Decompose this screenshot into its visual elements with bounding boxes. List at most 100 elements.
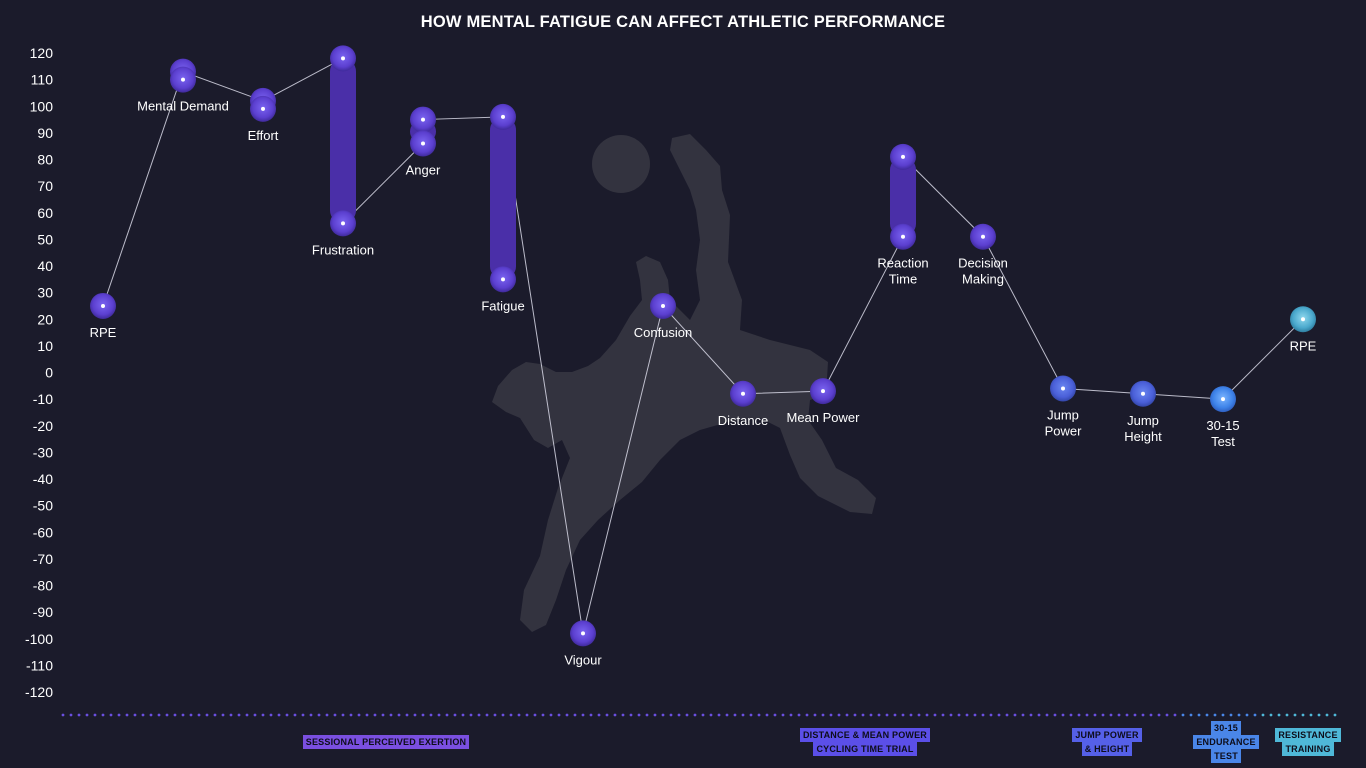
point-label: Frustration (312, 242, 374, 257)
data-point-center (901, 234, 905, 239)
ball-shape (592, 135, 650, 193)
data-point-center (1061, 386, 1065, 391)
point-label: Confusion (634, 325, 693, 340)
divider-dot (77, 713, 81, 717)
divider-dot (869, 713, 873, 717)
divider-dot (557, 713, 561, 717)
data-point-center (901, 154, 905, 159)
y-tick-label: 70 (37, 178, 53, 194)
point-label: 30-15 (1206, 418, 1239, 433)
y-tick-label: -100 (25, 631, 53, 647)
divider-dot (485, 713, 489, 717)
divider-dot (133, 713, 137, 717)
range-bar (490, 116, 516, 280)
divider-dot (269, 713, 273, 717)
divider-dot (477, 713, 481, 717)
divider-dot (1149, 713, 1153, 717)
divider-dot (653, 713, 657, 717)
divider-dot (565, 713, 569, 717)
y-tick-label: 10 (37, 338, 53, 354)
divider-dot (453, 713, 457, 717)
y-tick-label: 80 (37, 152, 53, 168)
point-label: Mental Demand (137, 99, 229, 114)
divider-dot (237, 713, 241, 717)
divider-dot (93, 713, 97, 717)
y-tick-label: -120 (25, 684, 53, 700)
point-label: Reaction (877, 256, 928, 271)
data-point-center (661, 303, 665, 308)
divider-dot (61, 713, 65, 717)
point-label: Distance (718, 413, 769, 428)
data-point-center (581, 631, 585, 636)
divider-dot (1085, 713, 1089, 717)
divider-dot (893, 713, 897, 717)
data-point-center (821, 389, 825, 394)
data-markers (90, 45, 1316, 647)
divider-dot (125, 713, 129, 717)
y-tick-label: 60 (37, 205, 53, 221)
divider-dot (805, 713, 809, 717)
point-label: Making (962, 272, 1004, 287)
divider-dot (661, 713, 665, 717)
y-tick-label: -70 (33, 551, 53, 567)
y-tick-label: -90 (33, 604, 53, 620)
divider-dot (197, 713, 201, 717)
divider-dot (205, 713, 209, 717)
divider-dot (341, 713, 345, 717)
y-tick-label: 20 (37, 311, 53, 327)
divider-dot (749, 713, 753, 717)
category-badge-line: CYCLING TIME TRIAL (813, 742, 917, 756)
divider-dot (229, 713, 233, 717)
divider-dot (445, 713, 449, 717)
divider-dot (1333, 713, 1337, 717)
divider-dot (989, 713, 993, 717)
divider-dot (101, 713, 105, 717)
divider-dot (173, 713, 177, 717)
divider-dot (1309, 713, 1313, 717)
divider-dot (613, 713, 617, 717)
divider-dot (541, 713, 545, 717)
divider-dot (509, 713, 513, 717)
divider-dot (221, 713, 225, 717)
data-point-center (181, 77, 185, 82)
divider-dot (1325, 713, 1329, 717)
data-point-center (421, 117, 425, 122)
divider-dot (1029, 713, 1033, 717)
category-badge: SESSIONAL PERCEIVED EXERTION (283, 735, 489, 749)
divider-dot (645, 713, 649, 717)
divider-dot (1053, 713, 1057, 717)
divider-dot (109, 713, 113, 717)
divider-dot (965, 713, 969, 717)
data-point-center (341, 221, 345, 226)
divider-dot (389, 713, 393, 717)
divider-dot (941, 713, 945, 717)
category-badge-line: 30-15 (1210, 721, 1242, 735)
divider-dot (1237, 713, 1241, 717)
divider-dot (421, 713, 425, 717)
divider-dot (997, 713, 1001, 717)
y-tick-label: 30 (37, 285, 53, 301)
divider-dot (1197, 713, 1201, 717)
divider-dot (709, 713, 713, 717)
divider-dot (85, 713, 89, 717)
divider-dot (493, 713, 497, 717)
divider-dot (733, 713, 737, 717)
divider-dot (957, 713, 961, 717)
y-tick-label: 50 (37, 231, 53, 247)
point-label: Anger (406, 163, 441, 178)
divider-dot (1021, 713, 1025, 717)
divider-dot (725, 713, 729, 717)
divider-dot (117, 713, 121, 717)
divider-dot (821, 713, 825, 717)
category-badge-line: TRAINING (1282, 742, 1334, 756)
point-label: Vigour (564, 652, 602, 667)
category-badge-line: DISTANCE & MEAN POWER (799, 728, 931, 742)
divider-dot (525, 713, 529, 717)
y-tick-label: -20 (33, 418, 53, 434)
divider-dot (213, 713, 217, 717)
divider-dot (301, 713, 305, 717)
point-label: Test (1211, 434, 1235, 449)
divider-dot (189, 713, 193, 717)
